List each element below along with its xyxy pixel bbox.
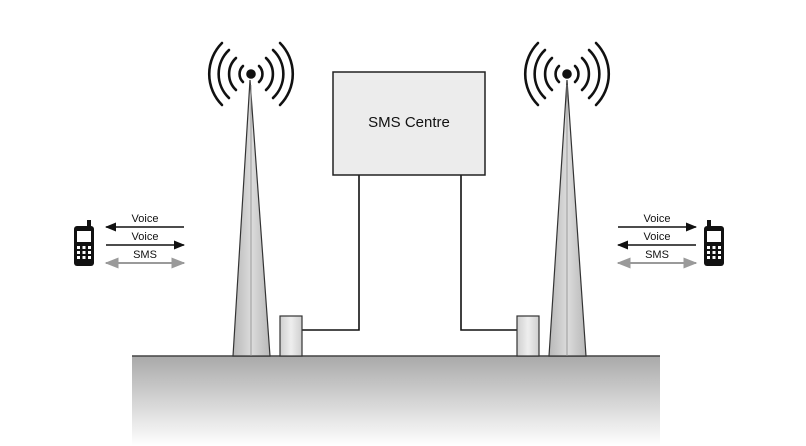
left-voice-label-2: Voice [132,231,159,243]
mobile-phone-icon [74,220,94,266]
right-arrow-group: Voice Voice SMS [616,213,698,269]
left-sms-label: SMS [133,249,157,261]
left-phone [74,220,94,266]
right-tower [516,41,610,357]
radio-waves-icon [524,41,610,107]
left-arrow-group: Voice Voice SMS [104,213,186,269]
left-equipment-cabinet [279,315,303,357]
sms-centre-label: SMS Centre [368,114,450,131]
right-voice-label-2: Voice [644,231,671,243]
left-tower [208,41,303,357]
radio-waves-icon [208,41,294,107]
sms-centre-box: SMS Centre [332,71,486,176]
cell-tower-icon [548,79,587,357]
right-cable [460,175,517,331]
ground [132,356,660,446]
right-sms-label: SMS [645,249,669,261]
cell-tower-icon [232,79,271,357]
left-cable [302,175,360,331]
right-phone [704,220,724,266]
mobile-phone-icon [704,220,724,266]
right-voice-label-1: Voice [644,213,671,225]
left-voice-label-1: Voice [132,213,159,225]
right-equipment-cabinet [516,315,540,357]
